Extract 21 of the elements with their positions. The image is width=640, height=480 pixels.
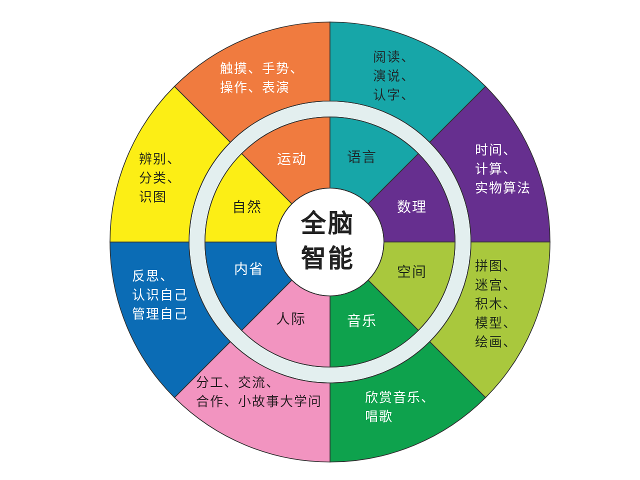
activity-text: 拼图、迷宫、积木、模型、绘画、 bbox=[475, 258, 518, 352]
activity-text: 触摸、手势、操作、表演 bbox=[220, 60, 305, 98]
activity-text: 辨别、分类、识图 bbox=[139, 152, 182, 208]
domain-label: 人际 bbox=[276, 311, 306, 329]
domain-label: 空间 bbox=[397, 264, 427, 282]
domain-label: 运动 bbox=[277, 151, 307, 169]
domain-label: 内省 bbox=[234, 261, 264, 279]
activity-text: 阅读、演说、认字、 bbox=[373, 49, 416, 106]
domain-label: 数理 bbox=[397, 199, 427, 217]
inner-sector bbox=[240, 279, 331, 368]
activity-text: 时间、计算、实物算法 bbox=[475, 142, 532, 198]
inner-sector bbox=[204, 152, 293, 244]
activity-text: 分工、交流、合作、小故事大学问 bbox=[196, 374, 323, 412]
activity-text: 欣赏音乐、唱歌 bbox=[365, 390, 436, 427]
domain-label: 音乐 bbox=[347, 313, 377, 331]
center-title: 全脑智能 bbox=[301, 208, 356, 275]
inner-sector bbox=[329, 279, 420, 368]
domain-label: 语言 bbox=[347, 149, 377, 167]
activity-text: 反思、认识自己管理自己 bbox=[132, 268, 189, 324]
domain-label: 自然 bbox=[232, 199, 262, 217]
inner-sector bbox=[204, 241, 293, 332]
